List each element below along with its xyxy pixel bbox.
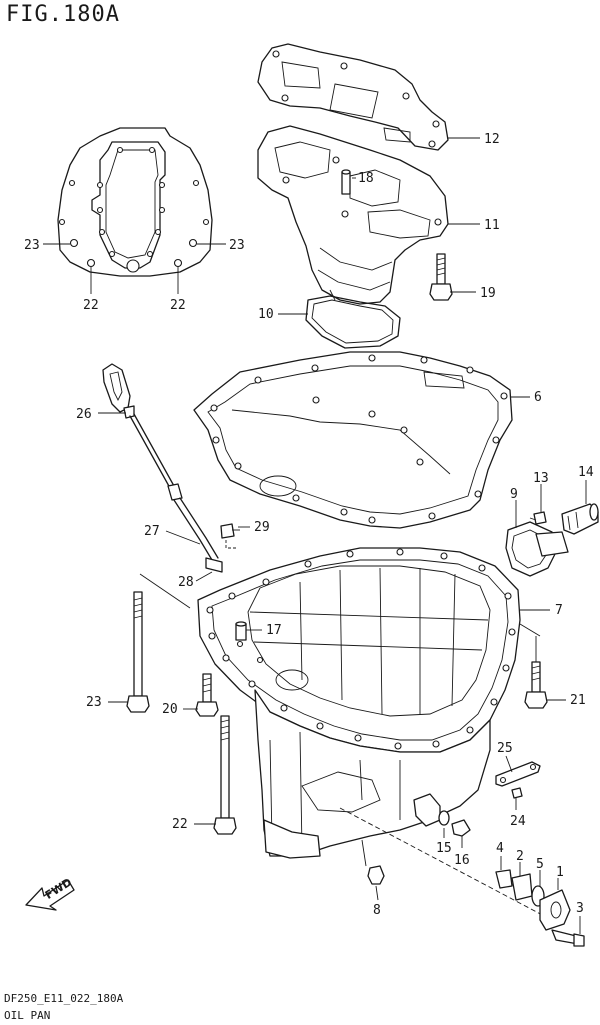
callout-22-right: 22 [170,298,186,313]
drain-parts [367,793,471,885]
leader-lines [43,137,587,934]
callout-29: 29 [254,520,270,535]
bracket-25 [495,761,541,799]
oil-pan-7 [197,547,521,859]
callout-7: 7 [555,603,563,618]
callout-labels: 1 2 3 4 5 6 7 8 9 10 11 12 13 14 15 16 1… [24,132,594,918]
dipstick-assembly [102,363,240,573]
callout-24: 24 [510,814,526,829]
callout-22-left: 22 [83,298,99,313]
callout-23-left: 23 [24,238,40,253]
callout-16: 16 [454,853,470,868]
callout-25: 25 [497,741,513,756]
drain-plug-group [339,807,585,947]
callout-4: 4 [496,841,504,856]
callout-23-right: 23 [229,238,245,253]
housing-11 [257,125,449,305]
gasket-6 [193,351,513,529]
callout-13: 13 [533,471,549,486]
upper-left-gasket [57,127,213,277]
callout-12: 12 [484,132,500,147]
callout-8: 8 [373,903,381,918]
callout-5: 5 [536,857,544,872]
callout-2: 2 [516,849,524,864]
callout-1: 1 [556,865,564,880]
pan-bolts [126,591,548,835]
callout-19: 19 [480,286,496,301]
callout-18: 18 [358,171,374,186]
callout-23-pan: 23 [86,695,102,710]
callout-9: 9 [510,487,518,502]
gasket-12 [257,43,449,151]
callout-28: 28 [178,575,194,590]
callout-3: 3 [576,901,584,916]
oring-10 [305,295,401,349]
bolt-19 [429,253,453,301]
callout-21: 21 [570,693,586,708]
callout-17: 17 [266,623,282,638]
callout-10: 10 [258,307,274,322]
callout-14: 14 [578,465,594,480]
drawing-code: DF250_E11_022_180A [4,992,124,1005]
figure-title: FIG.180A [6,2,120,27]
callout-27: 27 [144,524,160,539]
callout-22-pan: 22 [172,817,188,832]
callout-15: 15 [436,841,452,856]
callout-26: 26 [76,407,92,422]
callout-11: 11 [484,218,500,233]
callout-20: 20 [162,702,178,717]
section-name: OIL PAN [4,1009,51,1022]
sensor-group [505,503,599,577]
callout-6: 6 [534,390,542,405]
fwd-arrow [25,879,75,911]
